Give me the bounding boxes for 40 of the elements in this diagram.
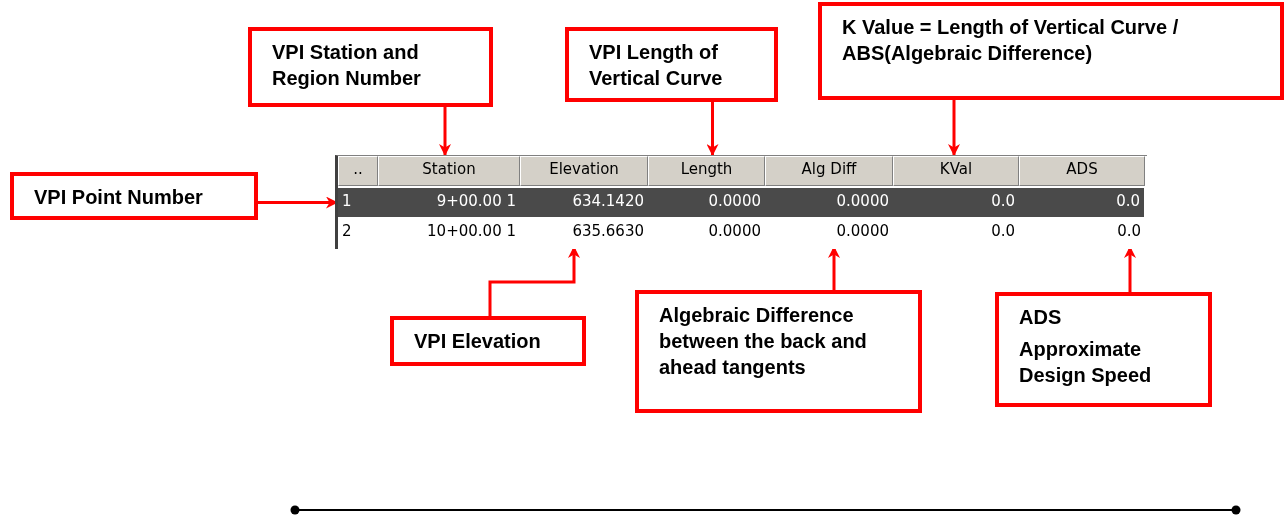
column-header: ADS (1019, 156, 1145, 186)
callout-box (390, 316, 586, 366)
arrow (706, 102, 719, 156)
callout-box (995, 292, 1212, 407)
callout-box (635, 290, 922, 413)
table-cell: 635.6630 (520, 218, 648, 246)
arrow (948, 100, 960, 156)
table-cell: 0.0000 (765, 188, 893, 217)
callout-text: VPI Elevation (414, 329, 542, 354)
table-cell: 0.0 (1019, 218, 1145, 246)
column-header: Elevation (520, 156, 648, 186)
column-header: Length (648, 156, 765, 186)
callout-box (818, 2, 1284, 100)
callout-text: Approximate Design Speed (1019, 337, 1153, 388)
arrow (439, 107, 451, 156)
table-cell: 0.0000 (765, 218, 893, 246)
table-cell: 2 (338, 218, 378, 246)
table-cell: 9+00.00 1 (378, 188, 520, 217)
column-header: .. (338, 156, 378, 186)
table-cell: 0.0000 (648, 218, 765, 246)
callout-text: VPI Length of Vertical Curve (589, 40, 724, 91)
callout-box (10, 172, 258, 220)
callout-text: K Value = Length of Vertical Curve / ABS(Algebraic Difference) (842, 15, 1180, 66)
table-cell: 0.0 (1019, 188, 1144, 217)
table-cell: 634.1420 (520, 188, 648, 217)
column-header: KVal (893, 156, 1019, 186)
table-cell: 0.0 (893, 218, 1019, 246)
column-header: Station (378, 156, 520, 186)
table-cell: 0.0 (893, 188, 1019, 217)
table-cell: 0.0000 (648, 188, 765, 217)
callout-box (248, 27, 493, 107)
table-cell: 10+00.00 1 (378, 218, 520, 246)
table-cell: 1 (338, 188, 378, 217)
data-table (335, 155, 1147, 249)
column-header: Alg Diff (765, 156, 893, 186)
callout-box (565, 27, 778, 102)
callout-text: ADS (1019, 305, 1063, 330)
callout-text: Algebraic Difference between the back and ahead tangents (659, 303, 868, 380)
callout-text: VPI Point Number (34, 185, 204, 210)
callout-text: VPI Station and Region Number (272, 40, 422, 91)
